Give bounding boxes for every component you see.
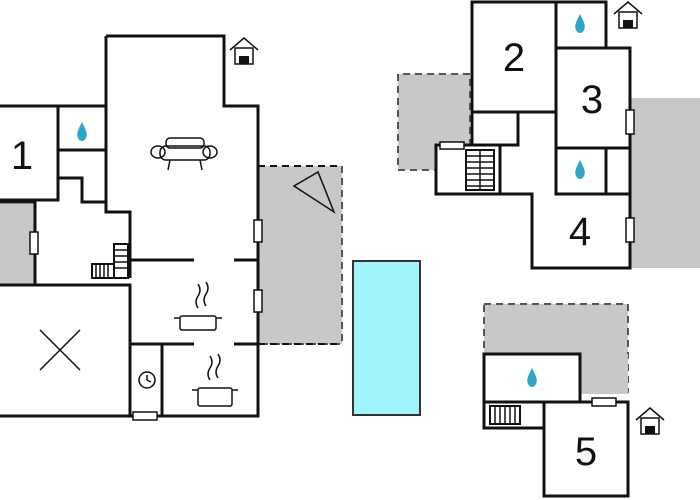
lower-bath-walls [484, 400, 580, 428]
terrace-east [630, 98, 700, 268]
parasol-icon [292, 170, 336, 214]
window [253, 289, 263, 313]
window [625, 109, 635, 135]
room-5-label: 5 [575, 430, 597, 474]
small-closet [58, 148, 108, 204]
bathroom-drop-icon [575, 160, 585, 179]
terrace-north [397, 73, 471, 171]
window [591, 397, 617, 407]
void-cross-icon [39, 329, 81, 371]
terrace-left [0, 204, 35, 284]
window [132, 411, 158, 421]
stairs-icon [489, 405, 521, 425]
terrace-south-grey [580, 354, 628, 394]
bathroom-drop-icon [77, 122, 87, 141]
room-3-label: 3 [581, 78, 603, 122]
bathroom-drop-icon [527, 368, 537, 387]
room-4-label: 4 [569, 210, 591, 254]
stairs-icon [465, 149, 495, 191]
room-2-label: 2 [503, 36, 525, 80]
hall-walls [35, 202, 132, 416]
bath-3-walls [554, 148, 630, 196]
window [29, 231, 39, 255]
room-1-walls [0, 104, 60, 202]
window [625, 217, 635, 243]
room-1-label: 1 [11, 134, 33, 178]
entrance-house-icon [635, 407, 665, 435]
window [439, 141, 465, 150]
cooking-pot-icon [174, 281, 222, 331]
cooking-pot-icon [192, 353, 238, 407]
entrance-house-icon [229, 37, 259, 65]
lower-house-walls [482, 352, 630, 498]
sofa-icon [150, 137, 218, 171]
stairs-icon [91, 243, 129, 279]
clock-icon [138, 371, 156, 389]
terrace-main [257, 165, 343, 345]
window [253, 219, 263, 243]
upper-hall-walls [470, 112, 520, 194]
entrance-house-icon [613, 1, 643, 29]
bathroom-drop-icon [575, 14, 585, 33]
swimming-pool [352, 260, 421, 416]
